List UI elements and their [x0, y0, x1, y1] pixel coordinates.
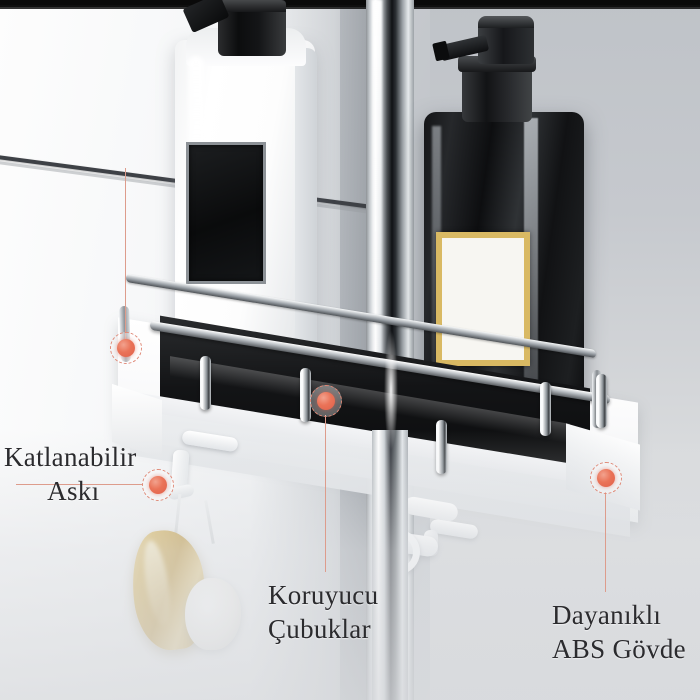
pole-highlight-lower	[384, 330, 398, 450]
callout-dot-koruyucu-cubuklar[interactable]	[310, 385, 342, 417]
callout-label-line2: ABS Gövde	[552, 634, 686, 665]
white-bottle-side-face	[295, 48, 317, 356]
callout-label-line1: Katlanabilir	[4, 442, 137, 472]
callout-dot-dayanikli-abs-govde[interactable]	[590, 462, 622, 494]
callout-label-line2: Çubuklar	[268, 614, 371, 645]
black-bottle-pump-top	[478, 16, 534, 28]
chrome-rail-post-4	[540, 382, 551, 436]
white-bottle-cap-top	[218, 0, 286, 12]
chrome-rail-post-5	[596, 374, 607, 428]
chrome-rail-post-1	[200, 356, 211, 410]
callout-leader-katlanabilir-aski	[16, 483, 142, 485]
top-black-band	[0, 0, 700, 7]
callout-label-line1: Dayanıklı	[552, 600, 662, 630]
callout-leader-shelf-rail-top-left	[124, 168, 126, 340]
callout-leader-dayanikli-abs-govde	[604, 492, 606, 592]
white-bottle-black-label	[186, 142, 266, 284]
pole-highlight-upper	[372, 0, 382, 360]
black-bottle-gold-label	[436, 232, 530, 366]
callout-label-line2: Askı	[47, 476, 100, 507]
callout-dot-shelf-rail-top-left[interactable]	[110, 332, 142, 364]
lower-scene-haze	[0, 430, 700, 700]
callout-leader-koruyucu-cubuklar	[324, 415, 326, 572]
top-black-band-inner	[0, 5, 700, 9]
chrome-rail-post-2	[300, 368, 311, 422]
callout-dot-katlanabilir-aski[interactable]	[142, 469, 174, 501]
callout-label-line1: Koruyucu	[268, 580, 379, 610]
